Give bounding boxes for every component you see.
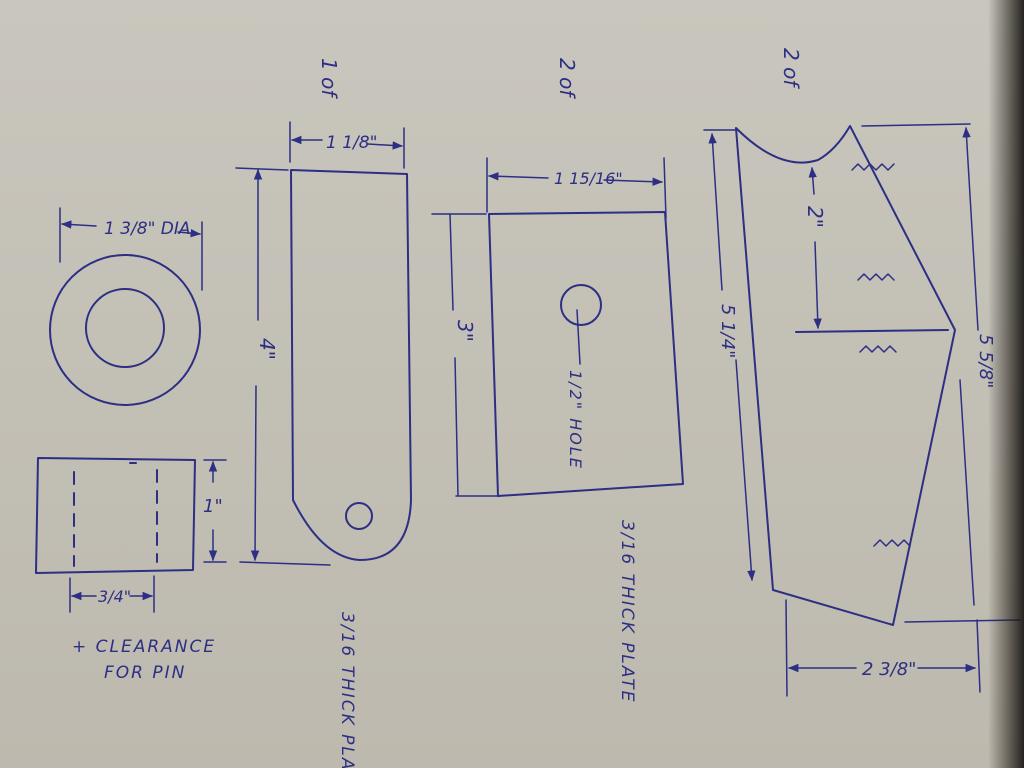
spacer-length-label: 1"	[203, 496, 223, 517]
page-edge-shadow	[988, 0, 1024, 768]
spacer-part: 1 3/8" DIA. 1" 3/4" + CLEARANCE FOR PIN	[35, 207, 227, 683]
spacer-note-line1: + CLEARANCE	[72, 637, 216, 657]
gusset-base-width-label: 2 3/8"	[862, 659, 916, 680]
plate-width-label: 1 15/16"	[554, 169, 623, 188]
plate-outline	[488, 211, 684, 497]
spacer-dia-dim-left	[60, 220, 97, 229]
tab-part: 1 of 1 1/8" 4" 3/16 THICK PLATE	[235, 58, 412, 768]
spacer-outer-ring	[49, 254, 201, 406]
plate-thickness-note: 3/16 THICK PLATE	[617, 520, 637, 703]
gusset-part: 2 of 2" 5 1/4" 5 5/8" 2 3/8"	[703, 48, 1021, 697]
spacer-bore-label: 3/4"	[98, 587, 131, 606]
weld-symbol-mid	[857, 273, 895, 281]
gusset-left-height-label: 5 1/4"	[717, 304, 738, 358]
plate-hole-label: 1/2" HOLE	[566, 370, 585, 470]
plate-height-label: 3"	[453, 320, 477, 342]
plate-part: 2 of 1 15/16" 3" 1/2" HOLE 3/16 THICK PL…	[431, 58, 684, 703]
tab-qty-label: 1 of	[317, 58, 341, 99]
tab-outline	[290, 169, 412, 561]
spacer-side-view	[35, 457, 196, 574]
tab-thickness-note: 3/16 THICK PLATE	[337, 612, 357, 768]
tab-height-label: 4"	[255, 338, 279, 360]
weld-symbol-bottom	[873, 539, 911, 547]
gusset-outline	[735, 125, 956, 626]
gusset-saddle-depth-label: 2"	[803, 206, 827, 228]
spacer-dia-dim-right	[177, 228, 202, 238]
spacer-inner-ring	[85, 288, 165, 368]
weld-symbol-mid2	[859, 345, 897, 353]
spacer-note-line2: FOR PIN	[104, 663, 186, 683]
spacer-diameter-label: 1 3/8" DIA.	[104, 219, 196, 239]
gusset-qty-label: 2 of	[779, 48, 803, 89]
plate-qty-label: 2 of	[555, 58, 579, 99]
tab-width-label: 1 1/8"	[326, 133, 377, 153]
plate-hole	[560, 284, 602, 326]
weld-symbol-top	[851, 163, 895, 171]
tab-pin-hole	[345, 502, 373, 530]
